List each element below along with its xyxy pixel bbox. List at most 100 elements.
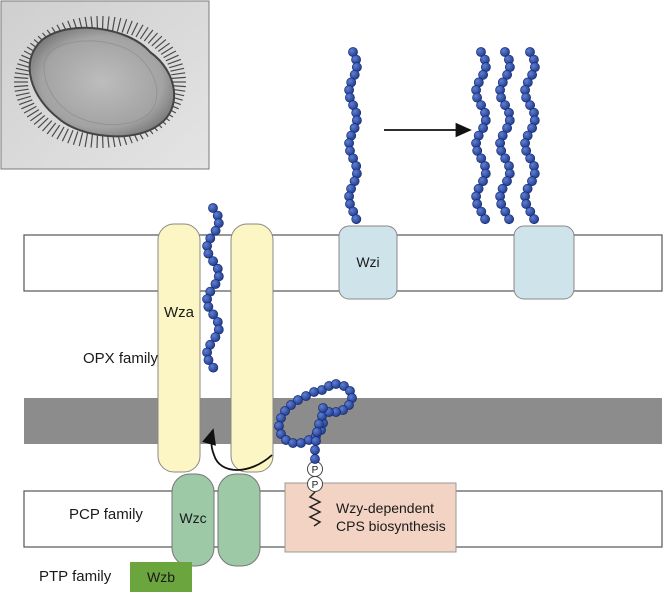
polysaccharide-bead xyxy=(293,395,303,405)
polysaccharide-bead xyxy=(311,436,321,446)
polysaccharide-bead xyxy=(208,362,219,373)
polysaccharide-bead xyxy=(496,92,506,103)
wza-left-pillar xyxy=(157,223,201,473)
polysaccharide-bead xyxy=(210,332,221,343)
polysaccharide-bead xyxy=(502,123,512,133)
polysaccharide-bead xyxy=(527,176,537,187)
polysaccharide-bead xyxy=(525,100,535,111)
polysaccharide-bead xyxy=(496,199,507,209)
curved-up-arrow-icon xyxy=(202,428,273,471)
polysaccharide-bead xyxy=(331,379,341,389)
polysaccharide-bead xyxy=(203,355,214,365)
pcp-family-label: PCP family xyxy=(69,506,143,523)
polysaccharide-bead xyxy=(310,454,320,464)
cps-line-2: CPS biosynthesis xyxy=(336,518,446,534)
capsule-strand xyxy=(170,67,185,72)
capsule-strand xyxy=(147,32,158,44)
micrograph-image xyxy=(0,0,210,170)
capsule-strand xyxy=(33,114,46,125)
polysaccharide-bead xyxy=(525,47,535,57)
capsule-strand xyxy=(169,63,183,69)
phosphate-label-lower: P xyxy=(312,480,319,491)
polysaccharide-bead xyxy=(309,387,319,397)
capsule-strand xyxy=(23,105,37,114)
polysaccharide-bead xyxy=(208,309,219,320)
capsule-strand xyxy=(96,133,99,149)
polysaccharide-bead xyxy=(504,214,514,225)
polysaccharide-bead xyxy=(476,47,486,57)
capsule-strand xyxy=(17,95,31,101)
capsule-strand xyxy=(61,128,69,142)
polysaccharide-bead xyxy=(478,123,488,133)
capsule-strand xyxy=(163,50,177,59)
capsule-strand xyxy=(15,92,30,97)
capsule-strand xyxy=(143,29,154,42)
zigzag-lipid-anchor-icon xyxy=(308,491,322,527)
capsule-strand xyxy=(171,76,186,79)
capsule-strand xyxy=(78,132,84,147)
polysaccharide-bead xyxy=(310,445,320,455)
polysaccharide-bead xyxy=(301,391,311,401)
polysaccharide-bead xyxy=(500,47,510,57)
polysaccharide-bead xyxy=(472,145,483,156)
polysaccharide-bead xyxy=(208,256,218,267)
capsule-strand xyxy=(167,58,182,65)
wzc-left-lobe xyxy=(171,473,215,567)
polysaccharide-chains xyxy=(202,47,540,464)
polysaccharide-bead xyxy=(274,421,284,431)
capsule-strand xyxy=(14,88,29,92)
capsule-strand xyxy=(157,42,170,52)
capsule-strand xyxy=(18,99,33,106)
capsule-strand xyxy=(160,46,174,55)
polysaccharide-bead xyxy=(500,100,510,111)
phosphate-group: P P xyxy=(307,461,323,492)
wzb-label: Wzb xyxy=(147,569,175,585)
wzi-label: Wzi xyxy=(356,254,379,270)
cps-line-1: Wzy-dependent xyxy=(336,500,434,516)
polysaccharide-bead xyxy=(472,199,483,209)
capsule-strand xyxy=(42,120,53,132)
capsule-strand xyxy=(46,122,57,135)
capsule-strand xyxy=(51,124,61,138)
polysaccharide-bead xyxy=(476,100,486,111)
wzc-label: Wzc xyxy=(179,510,206,526)
ptp-family-label: PTP family xyxy=(39,568,112,585)
polysaccharide-bead xyxy=(312,427,322,437)
capsule-strand xyxy=(67,129,74,144)
polysaccharide-bead xyxy=(502,176,512,187)
capsule-strand xyxy=(131,22,139,36)
wza-right-pillar xyxy=(230,223,274,473)
capsule-strand xyxy=(15,67,30,72)
capsule-strand xyxy=(135,24,144,38)
polysaccharide-bead xyxy=(527,123,537,133)
polysaccharide-bead xyxy=(314,419,324,429)
wzi-box-secondary xyxy=(513,225,575,300)
capsule-strand xyxy=(116,17,122,32)
polysaccharide-bead xyxy=(472,92,482,103)
polysaccharide-bead xyxy=(480,214,490,225)
polysaccharide-bead xyxy=(203,301,214,312)
polysaccharide-bead xyxy=(502,69,512,80)
polysaccharide-bead xyxy=(286,400,296,410)
capsule-strand xyxy=(72,131,79,145)
polysaccharide-bead xyxy=(496,145,507,156)
polysaccharide-bead xyxy=(521,92,531,103)
peptidoglycan-layer xyxy=(24,398,662,444)
polysaccharide-bead xyxy=(521,145,532,156)
wza-label: Wza xyxy=(164,304,195,321)
capsule-strand xyxy=(84,133,89,148)
polysaccharide-bead xyxy=(318,403,328,413)
polysaccharide-bead xyxy=(478,69,488,80)
capsule-strand xyxy=(139,26,149,40)
polysaccharide-bead xyxy=(276,413,286,423)
capsule-strand xyxy=(171,72,186,76)
wzc-right-lobe xyxy=(217,473,261,567)
capsule-strand xyxy=(165,54,179,62)
polysaccharide-bead xyxy=(210,225,221,236)
capsule-strand xyxy=(14,76,29,79)
capsule-strand xyxy=(106,16,110,31)
polysaccharide-bead xyxy=(529,214,539,225)
capsule-strand xyxy=(30,112,43,122)
opx-family-label: OPX family xyxy=(83,350,159,367)
